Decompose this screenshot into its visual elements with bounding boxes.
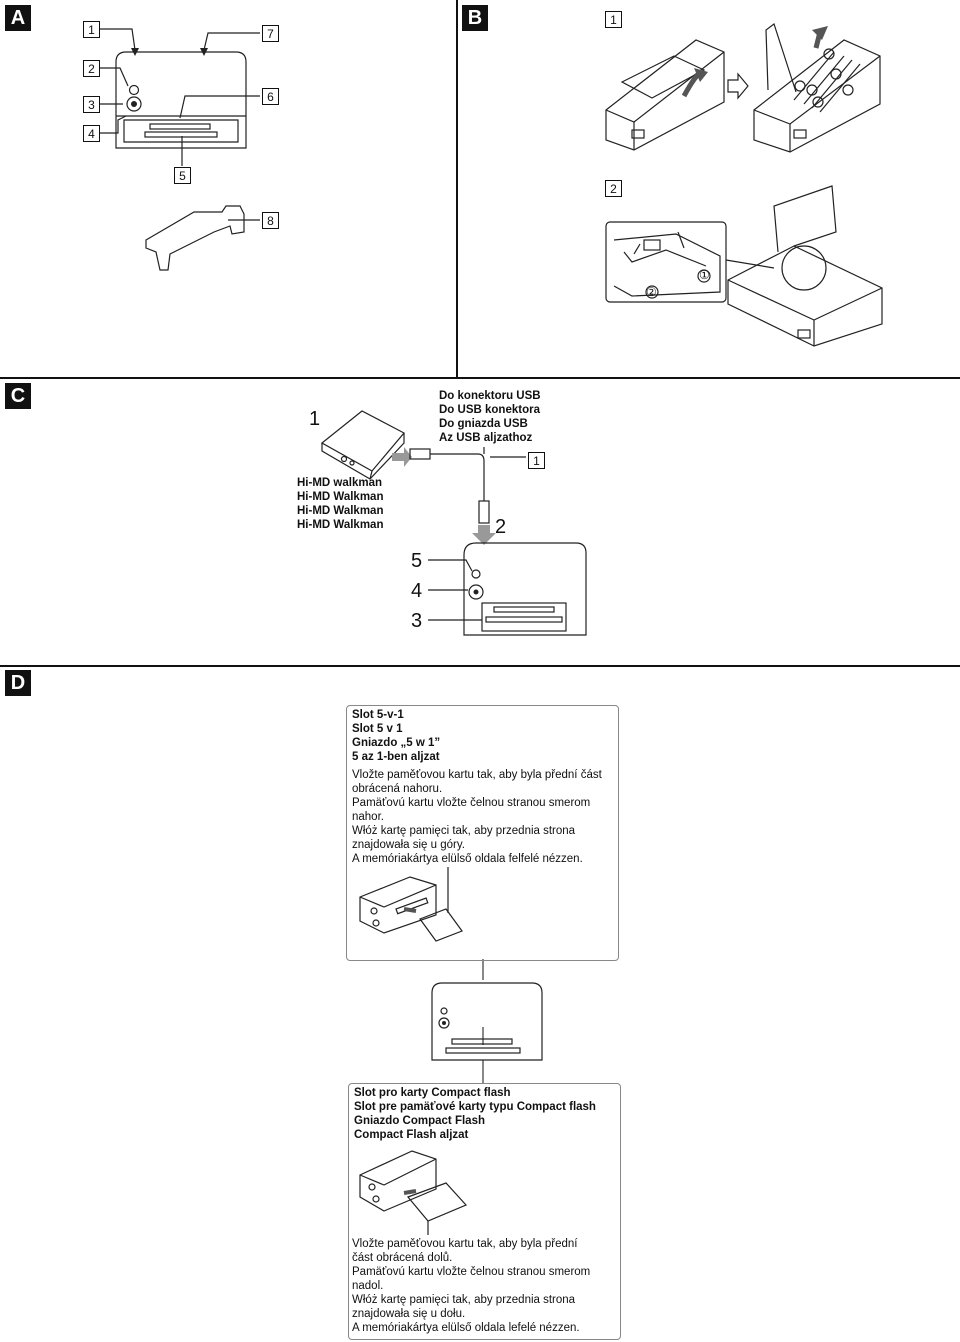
section-b-label: B — [462, 5, 488, 31]
step-c-1: 1 — [309, 408, 321, 430]
circled-2: ② — [646, 285, 657, 299]
divider-a-b — [456, 0, 458, 378]
c-num-3: 3 — [411, 610, 423, 632]
slot-5-in-1-callout — [346, 705, 619, 961]
callout-a-6: 6 — [262, 88, 279, 105]
compact-flash-callout — [348, 1083, 621, 1340]
c-num-5: 5 — [411, 550, 423, 572]
section-c-label: C — [5, 383, 31, 409]
slot-5-in-1-instructions: Vložte paměťovou kartu tak, aby byla pře… — [352, 769, 602, 865]
callout-a-1: 1 — [83, 21, 100, 38]
device-front-illustration — [100, 28, 260, 271]
usb-connection-illustration — [320, 410, 587, 636]
c-num-4: 4 — [411, 580, 423, 602]
compact-flash-titles: Slot pro karty Compact flash Slot pre pa… — [354, 1087, 596, 1141]
callout-a-3: 3 — [83, 96, 100, 113]
section-a-label: A — [5, 5, 31, 31]
card-insertion-illustration — [359, 867, 543, 1235]
step-b-2: 2 — [605, 180, 622, 197]
circled-1: ① — [699, 268, 710, 282]
slot-5-in-1-titles: Slot 5-v-1 Slot 5 v 1 Gniazdo „5 w 1” 5 … — [352, 709, 441, 763]
section-d-label: D — [5, 670, 31, 696]
step-b-1: 1 — [605, 11, 622, 28]
callout-a-8: 8 — [262, 212, 279, 229]
divider-c-d — [0, 665, 960, 667]
callout-a-2: 2 — [83, 60, 100, 77]
divider-top — [0, 377, 960, 379]
callout-a-5: 5 — [174, 167, 191, 184]
battery-illustration — [605, 23, 883, 347]
callout-a-4: 4 — [83, 125, 100, 142]
step-c-2: 2 — [495, 516, 507, 538]
callout-c-box1: 1 — [528, 452, 545, 469]
compact-flash-instructions: Vložte paměťovou kartu tak, aby byla pře… — [352, 1238, 591, 1334]
usb-connector-label: Do konektoru USB Do USB konektora Do gni… — [439, 390, 541, 444]
callout-a-7: 7 — [262, 25, 279, 42]
walkman-label: Hi-MD walkman Hi-MD Walkman Hi-MD Walkma… — [297, 477, 384, 531]
